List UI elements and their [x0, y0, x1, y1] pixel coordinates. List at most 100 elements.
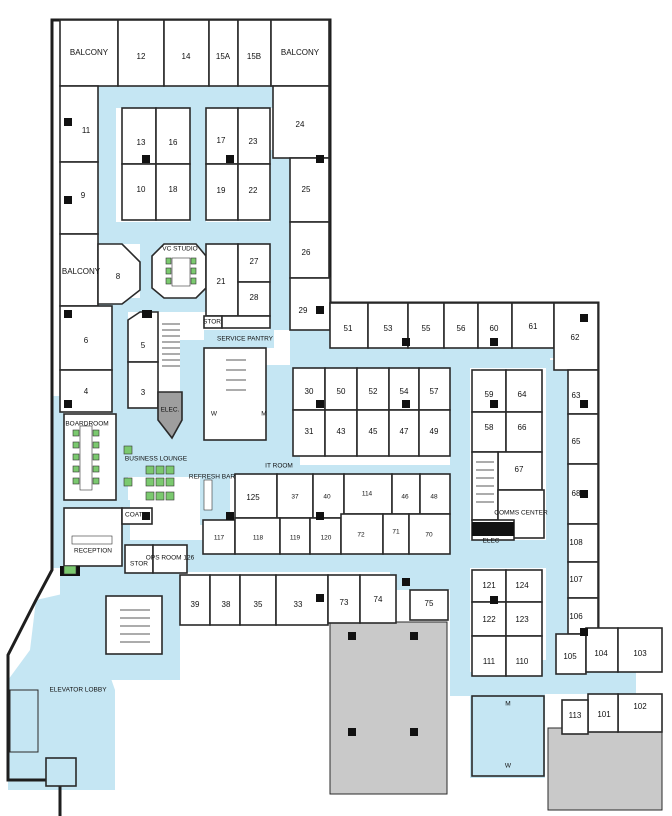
room-elec-1 [157, 391, 183, 440]
label-4: 4 [84, 387, 89, 396]
label-66: 66 [518, 423, 527, 432]
room-65 [567, 413, 599, 465]
label-vc-studio: VC STUDIO [162, 246, 197, 253]
room-102 [617, 693, 663, 733]
room-29 [289, 277, 331, 331]
label-121: 121 [482, 581, 496, 590]
label-108: 108 [569, 538, 583, 547]
room-3 [127, 361, 159, 409]
label-53: 53 [384, 324, 393, 333]
room-37 [276, 473, 314, 519]
label-28: 28 [250, 293, 259, 302]
room-71 [382, 513, 410, 555]
room-balcony-left [59, 19, 119, 87]
stair-south [105, 595, 163, 655]
label-boardroom: BOARDROOM [65, 421, 108, 428]
label-51: 51 [344, 324, 353, 333]
room-18 [155, 163, 191, 221]
room-66 [505, 411, 543, 453]
label-reception: RECEPTION [74, 548, 112, 555]
elevator-lobby-box [9, 689, 39, 753]
label-31: 31 [305, 427, 314, 436]
room-service-pantry [221, 315, 271, 329]
label-30: 30 [305, 387, 314, 396]
label-43: 43 [337, 427, 346, 436]
room-61 [511, 302, 555, 349]
label-26: 26 [302, 248, 311, 257]
label-refresh-bar: REFRESH BAR [189, 474, 236, 481]
room-balcony-right [270, 19, 330, 87]
room-16 [155, 107, 191, 165]
label-107: 107 [569, 575, 583, 584]
room-39 [179, 574, 211, 626]
label-8: 8 [116, 272, 121, 281]
room-118 [234, 517, 281, 555]
room-25 [289, 157, 330, 223]
label-64: 64 [518, 390, 527, 399]
label-119: 119 [290, 535, 301, 542]
label-70: 70 [425, 532, 433, 539]
label-37: 37 [291, 494, 299, 501]
washroom-block [471, 695, 545, 777]
label-67: 67 [515, 465, 524, 474]
label-60: 60 [490, 324, 499, 333]
label-elevator-lobby: ELEVATOR LOBBY [49, 687, 107, 694]
label-120: 120 [321, 535, 332, 542]
room-122 [471, 601, 507, 637]
room-111 [471, 635, 507, 677]
label-coats: COATS [125, 512, 148, 519]
room-45 [356, 409, 390, 457]
label-57: 57 [430, 387, 439, 396]
room-64 [505, 369, 543, 413]
label-54: 54 [400, 387, 409, 396]
label-service-pantry: SERVICE PANTRY [217, 336, 274, 343]
label-118: 118 [253, 535, 264, 542]
core-stair-elevators [203, 347, 267, 441]
label-104: 104 [594, 649, 608, 658]
label-52: 52 [369, 387, 378, 396]
label-elec-1: ELEC. [161, 407, 180, 414]
label-62: 62 [571, 333, 580, 342]
label-111: 111 [483, 657, 496, 666]
room-52 [356, 367, 390, 411]
room-50 [324, 367, 358, 411]
room-40 [312, 473, 345, 519]
room-107 [567, 561, 599, 599]
room-53 [367, 302, 409, 349]
room-27 [237, 243, 271, 283]
label-123: 123 [515, 615, 529, 624]
label-125: 125 [246, 493, 260, 502]
label-15a: 15A [216, 52, 231, 61]
label-11: 11 [82, 126, 91, 135]
label-39: 39 [191, 600, 200, 609]
label-105: 105 [563, 652, 577, 661]
label-33: 33 [294, 600, 303, 609]
label-50: 50 [337, 387, 346, 396]
label-117: 117 [214, 535, 225, 542]
label-73: 73 [340, 598, 349, 607]
label-68: 68 [572, 489, 581, 498]
gray-area-left [329, 621, 448, 795]
room-14 [163, 19, 210, 87]
room-23 [237, 107, 271, 165]
label-74: 74 [374, 595, 383, 604]
label-stor-2: STOR [130, 561, 148, 568]
label-business-lounge: BUSINESS LOUNGE [125, 456, 188, 463]
room-57 [418, 367, 451, 411]
label-5: 5 [141, 341, 146, 350]
label-22: 22 [249, 186, 258, 195]
label-24: 24 [296, 120, 305, 129]
label-61: 61 [529, 322, 538, 331]
room-110 [505, 635, 543, 677]
room-75 [409, 589, 449, 621]
label-wc-m: M [505, 701, 510, 708]
label-comms-center: COMMS CENTER [494, 510, 548, 517]
room-8 [97, 243, 141, 305]
room-108 [567, 523, 599, 563]
label-106: 106 [569, 612, 583, 621]
label-75: 75 [425, 599, 434, 608]
label-12: 12 [137, 52, 146, 61]
label-40: 40 [323, 494, 331, 501]
label-102: 102 [633, 702, 647, 711]
